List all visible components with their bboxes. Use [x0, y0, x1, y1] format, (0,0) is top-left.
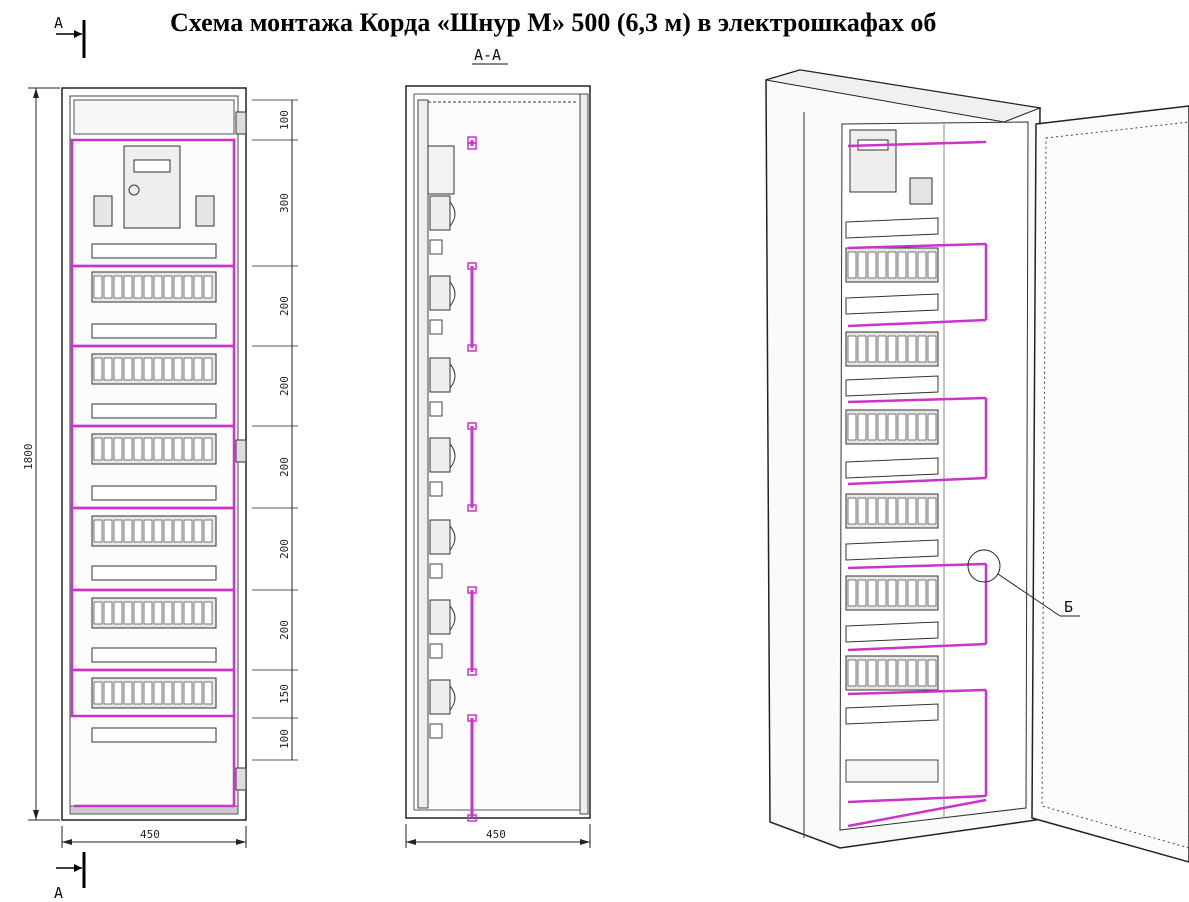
iso-breaker-row [845, 331, 939, 367]
front-label-strip [91, 403, 217, 419]
front-label-strip [91, 647, 217, 663]
iso-label-strip [845, 703, 939, 725]
front-breaker-row [91, 515, 217, 547]
iso-label-strip [845, 539, 939, 561]
section-mark-bottom-label: А [54, 884, 63, 902]
side-device [429, 275, 456, 335]
iso-breaker-row [845, 493, 939, 529]
section-mark-top: А [54, 14, 86, 58]
segment-label: 200 [278, 296, 291, 316]
iso-cord-loop [847, 396, 988, 486]
front-height-dimension: 1800 [22, 87, 60, 821]
front-breaker-row [91, 433, 217, 465]
iso-breaker-row [845, 247, 939, 283]
section-mark-bottom: А [54, 852, 86, 902]
iso-cord-loop [847, 242, 988, 328]
iso-label-strip [845, 293, 939, 315]
iso-breaker-row [845, 575, 939, 611]
callout-label: Б [1064, 598, 1073, 616]
front-cord-loop [70, 668, 236, 718]
segment-label: 300 [278, 193, 291, 213]
side-width-label: 450 [486, 828, 506, 841]
segment-label: 200 [278, 620, 291, 640]
isometric-view: Б [765, 69, 1189, 863]
front-label-strip [91, 323, 217, 339]
front-label-strip [91, 565, 217, 581]
front-breaker-row [91, 353, 217, 385]
section-title: А-А [472, 46, 508, 65]
segment-label: 200 [278, 376, 291, 396]
side-device [429, 357, 456, 417]
iso-label-strip [845, 375, 939, 397]
iso-label-strip [845, 217, 939, 239]
section-title-label: А-А [474, 46, 501, 64]
front-view [61, 87, 247, 821]
iso-cord-loop [847, 140, 987, 148]
iso-cord-loop [847, 562, 988, 652]
segment-label: 100 [278, 110, 291, 130]
side-device [429, 679, 456, 739]
iso-cord-loop [847, 688, 988, 804]
front-breaker-row [91, 597, 217, 629]
iso-label-strip [845, 457, 939, 479]
section-mark-top-label: А [54, 14, 63, 32]
front-cord-tail [74, 716, 236, 808]
segment-label: 200 [278, 457, 291, 477]
side-view [405, 85, 591, 822]
front-label-strip [91, 243, 217, 259]
front-breaker-row [91, 677, 217, 709]
iso-breaker-row [845, 655, 939, 691]
side-device [429, 599, 456, 659]
side-width-dimension: 450 [405, 824, 591, 848]
front-label-strip [91, 485, 217, 501]
segment-label: 100 [278, 729, 291, 749]
iso-label-strip [845, 621, 939, 643]
side-device [429, 437, 456, 497]
front-label-strip [91, 727, 217, 743]
front-width-label: 450 [140, 828, 160, 841]
front-breaker-row [91, 271, 217, 303]
side-device [429, 195, 456, 255]
drawing-title: Схема монтажа Корда «Шнур М» 500 (6,3 м)… [170, 8, 937, 37]
segment-label: 150 [278, 684, 291, 704]
front-height-label: 1800 [22, 444, 35, 471]
front-width-dimension: 450 [61, 826, 247, 848]
side-device [429, 519, 456, 579]
segment-dimension-chain: 100 300 200 200 200 200 200 150 100 [252, 99, 298, 761]
iso-breaker-row [845, 409, 939, 445]
segment-label: 200 [278, 539, 291, 559]
iso-cord-bottom [847, 798, 987, 828]
